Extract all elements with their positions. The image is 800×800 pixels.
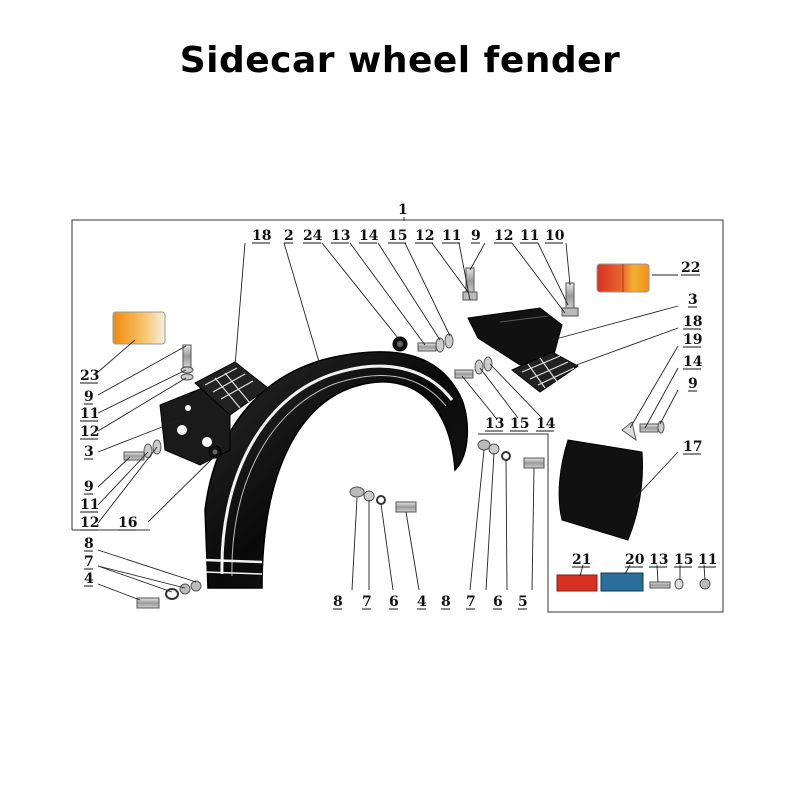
inset-reflector-blue	[600, 572, 644, 592]
callout-4: 4	[417, 594, 427, 610]
callout-labels: 1 18 2 24 13 14 15 12 11 9 12 11 10 22 3…	[80, 202, 717, 610]
callout-6: 6	[493, 594, 503, 610]
callout-16: 16	[118, 515, 137, 531]
callout-2: 2	[284, 228, 294, 244]
callout-14: 14	[536, 416, 556, 432]
leader-lines	[97, 242, 706, 601]
callout-15: 15	[388, 228, 407, 244]
inset-reflector-red	[556, 574, 598, 592]
callout-12: 12	[80, 424, 99, 440]
callout-9: 9	[84, 389, 94, 405]
callout-8: 8	[84, 536, 94, 552]
hardware-parts	[123, 267, 711, 609]
rear-lamp	[596, 263, 650, 293]
callout-8: 8	[441, 594, 451, 610]
callout-14: 14	[359, 228, 379, 244]
callout-23: 23	[80, 368, 99, 384]
callout-24: 24	[303, 228, 323, 244]
callout-7: 7	[466, 594, 476, 610]
fender-body	[204, 351, 469, 589]
callout-11: 11	[698, 552, 717, 568]
mud-flap	[558, 439, 643, 541]
callout-3: 3	[84, 444, 94, 460]
callout-15: 15	[510, 416, 529, 432]
callout-18: 18	[683, 314, 702, 330]
callout-12: 12	[415, 228, 434, 244]
callout-18: 18	[252, 228, 271, 244]
front-lamp-amber	[112, 311, 166, 345]
callout-21: 21	[572, 552, 591, 568]
callout-13: 13	[331, 228, 350, 244]
callout-12: 12	[494, 228, 513, 244]
callout-9: 9	[688, 376, 698, 392]
callout-3: 3	[688, 292, 698, 308]
callout-11: 11	[80, 406, 99, 422]
callout-11: 11	[520, 228, 539, 244]
callout-13: 13	[485, 416, 504, 432]
callout-5: 5	[518, 594, 528, 610]
callout-6: 6	[389, 594, 399, 610]
callout-12: 12	[80, 515, 99, 531]
callout-14: 14	[683, 354, 703, 370]
callout-4: 4	[84, 571, 94, 587]
callout-20: 20	[625, 552, 645, 568]
callout-1: 1	[398, 202, 408, 218]
callout-9: 9	[84, 479, 94, 495]
diagram-title: Sidecar wheel fender	[179, 40, 621, 81]
callout-17: 17	[683, 439, 702, 455]
left-grille	[194, 361, 269, 416]
callout-19: 19	[683, 332, 702, 348]
callout-11: 11	[442, 228, 461, 244]
callout-7: 7	[362, 594, 372, 610]
callout-underlines	[80, 242, 716, 610]
callout-9: 9	[471, 228, 481, 244]
callout-11: 11	[80, 497, 99, 513]
right-grille	[511, 351, 579, 393]
callout-15: 15	[674, 552, 693, 568]
callout-13: 13	[649, 552, 668, 568]
callout-22: 22	[681, 260, 700, 276]
callout-7: 7	[84, 554, 94, 570]
callout-8: 8	[333, 594, 343, 610]
callout-10: 10	[545, 228, 565, 244]
